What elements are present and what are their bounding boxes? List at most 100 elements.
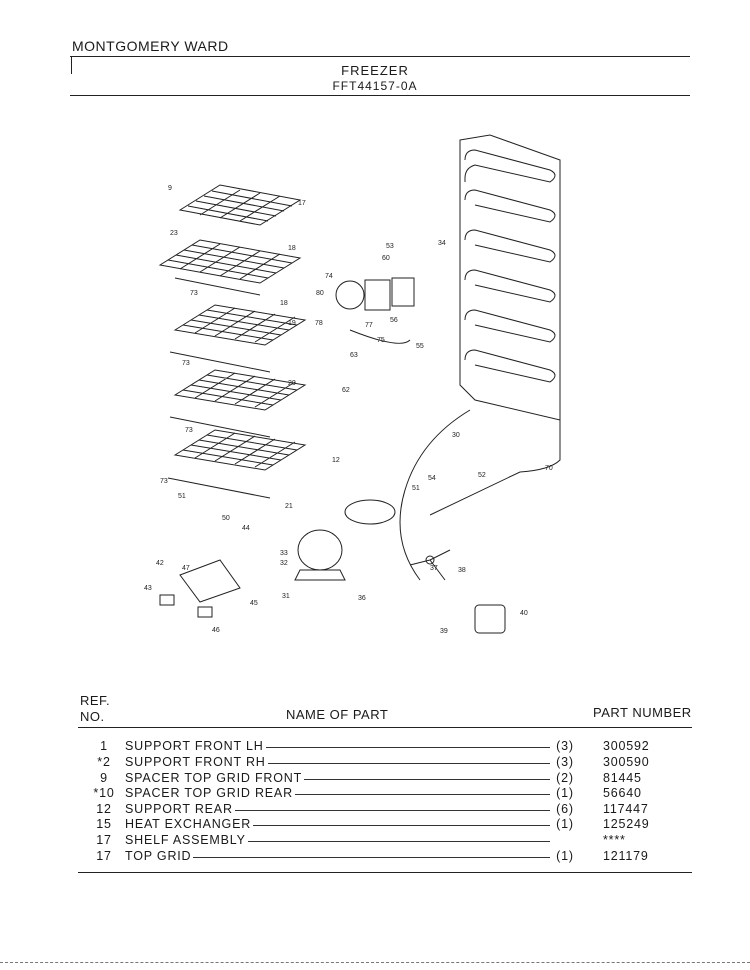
svg-text:73: 73 bbox=[190, 290, 198, 297]
row-qty: (6) bbox=[550, 802, 580, 816]
table-row: 9 SPACER TOP GRID FRONT (2) 81445 bbox=[80, 771, 700, 786]
shelf-grid-1 bbox=[178, 184, 302, 226]
row-name: SPACER TOP GRID FRONT bbox=[125, 771, 305, 785]
svg-text:56: 56 bbox=[390, 317, 398, 324]
row-ref: 15 bbox=[96, 817, 112, 831]
svg-text:32: 32 bbox=[280, 560, 288, 567]
ref-header-line2: NO. bbox=[80, 709, 105, 724]
model-number: FFT44157-0A bbox=[332, 79, 418, 93]
row-part-number: 125249 bbox=[603, 817, 650, 831]
header-top-rule bbox=[70, 56, 690, 57]
svg-text:52: 52 bbox=[478, 472, 486, 479]
svg-text:18: 18 bbox=[288, 245, 296, 252]
row-qty: (3) bbox=[550, 755, 580, 769]
svg-text:19: 19 bbox=[288, 320, 296, 327]
ref-header-line1: REF. bbox=[80, 693, 111, 708]
svg-text:74: 74 bbox=[325, 273, 333, 280]
svg-text:12: 12 bbox=[332, 457, 340, 464]
row-ref: 12 bbox=[96, 802, 112, 816]
row-qty: (1) bbox=[550, 786, 580, 800]
svg-text:73: 73 bbox=[182, 360, 190, 367]
compressor bbox=[294, 529, 346, 581]
svg-text:42: 42 bbox=[156, 560, 164, 567]
table-row: 17 TOP GRID (1) 121179 bbox=[80, 849, 700, 864]
fan-motor-block bbox=[474, 604, 506, 634]
svg-text:50: 50 bbox=[222, 515, 230, 522]
brand-name: MONTGOMERY WARD bbox=[72, 38, 229, 54]
svg-text:51: 51 bbox=[412, 485, 420, 492]
svg-text:77: 77 bbox=[365, 322, 373, 329]
row-part-number: 121179 bbox=[603, 849, 649, 863]
svg-text:39: 39 bbox=[440, 628, 448, 635]
shelf-grid-2 bbox=[158, 239, 302, 296]
name-of-part-header: NAME OF PART bbox=[286, 707, 389, 722]
page-bottom-rule bbox=[0, 962, 750, 963]
svg-text:40: 40 bbox=[520, 610, 528, 617]
svg-text:23: 23 bbox=[170, 230, 178, 237]
svg-text:55: 55 bbox=[416, 343, 424, 350]
row-part-number: 56640 bbox=[603, 786, 642, 800]
row-name: SUPPORT REAR bbox=[125, 802, 235, 816]
row-ref: *2 bbox=[97, 755, 111, 769]
svg-text:75: 75 bbox=[377, 337, 385, 344]
row-name: HEAT EXCHANGER bbox=[125, 817, 254, 831]
svg-text:21: 21 bbox=[285, 503, 293, 510]
condenser-fan bbox=[409, 549, 451, 581]
svg-text:47: 47 bbox=[182, 565, 190, 572]
svg-text:34: 34 bbox=[438, 240, 446, 247]
fan-motor-assembly bbox=[335, 277, 415, 311]
svg-text:33: 33 bbox=[280, 550, 288, 557]
table-row: 12 SUPPORT REAR (6) 117447 bbox=[80, 802, 700, 817]
table-row: 15 HEAT EXCHANGER (1) 125249 bbox=[80, 817, 700, 832]
row-part-number: **** bbox=[603, 833, 626, 847]
shelf-grid-3 bbox=[169, 304, 307, 373]
svg-text:53: 53 bbox=[386, 243, 394, 250]
row-part-number: 81445 bbox=[603, 771, 642, 785]
table-row: *10 SPACER TOP GRID REAR (1) 56640 bbox=[80, 786, 700, 801]
svg-text:54: 54 bbox=[428, 475, 436, 482]
row-part-number: 117447 bbox=[603, 802, 649, 816]
svg-text:51: 51 bbox=[178, 493, 186, 500]
refrigerant-tubing bbox=[349, 329, 561, 581]
svg-text:73: 73 bbox=[160, 478, 168, 485]
svg-text:46: 46 bbox=[212, 627, 220, 634]
svg-text:45: 45 bbox=[250, 600, 258, 607]
row-ref: 9 bbox=[100, 771, 108, 785]
row-name: SUPPORT FRONT LH bbox=[125, 739, 266, 753]
row-ref: 1 bbox=[100, 739, 108, 753]
table-row: 17 SHELF ASSEMBLY **** bbox=[80, 833, 700, 848]
row-qty: (2) bbox=[550, 771, 580, 785]
table-row: *2 SUPPORT FRONT RH (3) 300590 bbox=[80, 755, 700, 770]
row-qty: (1) bbox=[550, 817, 580, 831]
row-ref: *10 bbox=[93, 786, 115, 800]
row-qty: (3) bbox=[550, 739, 580, 753]
svg-text:9: 9 bbox=[168, 185, 172, 192]
part-number-header: PART NUMBER bbox=[593, 705, 692, 720]
row-name: SHELF ASSEMBLY bbox=[125, 833, 248, 847]
page-title: FREEZER bbox=[341, 63, 409, 78]
row-name: TOP GRID bbox=[125, 849, 194, 863]
svg-text:18: 18 bbox=[280, 300, 288, 307]
svg-text:62: 62 bbox=[342, 387, 350, 394]
evaporator-coil bbox=[459, 134, 561, 421]
svg-text:78: 78 bbox=[315, 320, 323, 327]
svg-text:44: 44 bbox=[242, 525, 250, 532]
header-left-tick bbox=[71, 56, 72, 74]
svg-text:73: 73 bbox=[185, 427, 193, 434]
svg-text:31: 31 bbox=[282, 593, 290, 600]
svg-text:63: 63 bbox=[350, 352, 358, 359]
svg-text:60: 60 bbox=[382, 255, 390, 262]
row-ref: 17 bbox=[96, 833, 112, 847]
svg-text:17: 17 bbox=[298, 200, 306, 207]
svg-text:43: 43 bbox=[144, 585, 152, 592]
shelf-grid-5 bbox=[167, 429, 307, 499]
row-ref: 17 bbox=[96, 849, 112, 863]
table-header-rule bbox=[78, 727, 692, 728]
table-bottom-rule bbox=[78, 872, 692, 873]
svg-text:70: 70 bbox=[545, 465, 553, 472]
row-part-number: 300590 bbox=[603, 755, 650, 769]
row-name: SUPPORT FRONT RH bbox=[125, 755, 268, 769]
row-name: SPACER TOP GRID REAR bbox=[125, 786, 295, 800]
svg-text:30: 30 bbox=[452, 432, 460, 439]
